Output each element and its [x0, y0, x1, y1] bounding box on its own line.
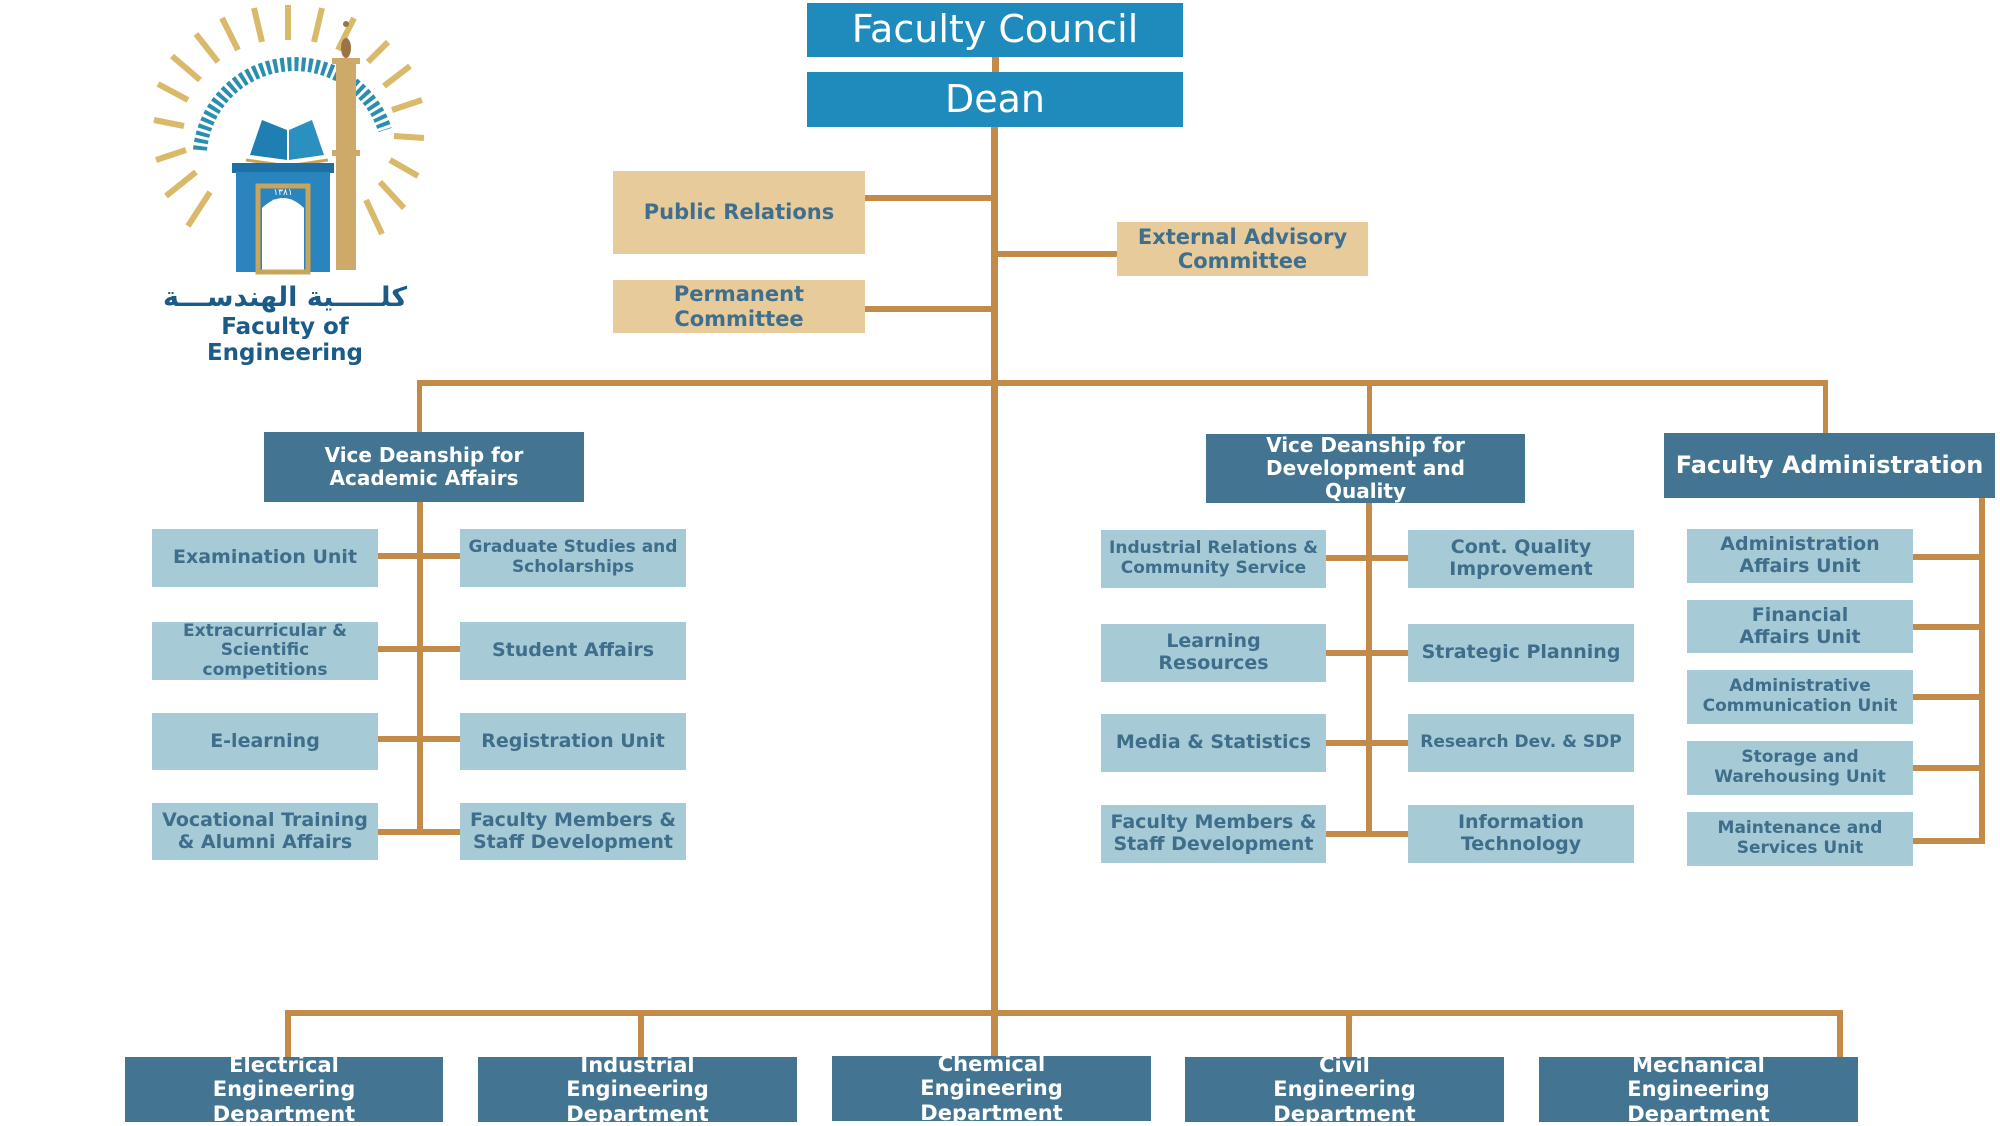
unit-strategic-planning[interactable]: Strategic Planning: [1408, 624, 1634, 682]
development-branch-4: [1326, 831, 1408, 837]
gate-icon: ١٣٨١ 1961: [232, 163, 334, 275]
connector-external-advisory: [995, 251, 1117, 257]
upper-bus: [417, 380, 1827, 386]
unit-e-learning[interactable]: E-learning: [152, 713, 378, 770]
department-chemical[interactable]: Chemical Engineering Department: [832, 1052, 1151, 1125]
unit-student-affairs[interactable]: Student Affairs: [460, 622, 686, 680]
academic-branch-3: [378, 736, 460, 742]
public-relations-box[interactable]: Public Relations: [613, 171, 865, 254]
sun-rays-icon: [153, 5, 425, 236]
academic-vice-deanship-box[interactable]: Vice Deanship for Academic Affairs: [264, 432, 584, 502]
connector-public-relations: [865, 195, 995, 201]
drop-academic: [417, 380, 422, 432]
unit-information-technology[interactable]: Information Technology: [1408, 805, 1634, 863]
academic-branch-4: [378, 829, 460, 835]
department-electrical[interactable]: Electrical Engineering Department: [125, 1053, 443, 1126]
drop-mechanical: [1837, 1010, 1843, 1057]
book-icon: [245, 120, 329, 168]
unit-administration-affairs[interactable]: Administration Affairs Unit: [1687, 529, 1913, 583]
unit-administrative-communication[interactable]: Administrative Communication Unit: [1687, 670, 1913, 724]
drop-administration: [1823, 380, 1828, 433]
unit-industrial-relations[interactable]: Industrial Relations & Community Service: [1101, 530, 1326, 588]
minaret-icon: [332, 21, 360, 270]
department-civil[interactable]: Civil Engineering Department: [1185, 1053, 1504, 1126]
academic-spine: [417, 502, 423, 832]
external-advisory-box[interactable]: External Advisory Committee: [1117, 222, 1368, 276]
svg-text:١٣٨١: ١٣٨١: [273, 188, 292, 198]
faculty-logo: ١٣٨١ 1961: [153, 5, 425, 275]
academic-branch-2: [378, 646, 460, 652]
unit-financial-affairs[interactable]: Financial Affairs Unit: [1687, 600, 1913, 653]
permanent-committee-box[interactable]: Permanent Committee: [613, 280, 865, 333]
unit-extracurricular[interactable]: Extracurricular & Scientific competition…: [152, 621, 378, 680]
department-industrial[interactable]: Industrial Engineering Department: [478, 1053, 797, 1126]
unit-maintenance-services[interactable]: Maintenance and Services Unit: [1687, 812, 1913, 866]
unit-academic-staff-development[interactable]: Faculty Members & Staff Development: [460, 803, 686, 860]
drop-electrical: [285, 1010, 291, 1057]
drop-industrial: [638, 1010, 644, 1057]
logo-english-name: Faculty of Engineering: [206, 314, 364, 366]
administration-branch-5: [1913, 838, 1983, 844]
development-branch-3: [1326, 740, 1408, 746]
unit-research-development[interactable]: Research Dev. & SDP: [1408, 714, 1634, 772]
academic-branch-1: [378, 553, 460, 559]
development-branch-2: [1326, 650, 1408, 656]
calligraphy-arc: [193, 57, 392, 151]
unit-storage-warehousing[interactable]: Storage and Warehousing Unit: [1687, 741, 1913, 795]
administration-branch-4: [1913, 765, 1983, 771]
logo-arabic-name: كلـــــية الهندســـة: [162, 282, 408, 313]
administration-branch-2: [1913, 624, 1983, 630]
unit-learning-resources[interactable]: Learning Resources: [1101, 624, 1326, 682]
administration-branch-1: [1913, 554, 1983, 560]
faculty-council-box[interactable]: Faculty Council: [807, 3, 1183, 57]
unit-vocational-training[interactable]: Vocational Training & Alumni Affairs: [152, 803, 378, 860]
main-spine: [991, 127, 998, 1057]
unit-quality-improvement[interactable]: Cont. Quality Improvement: [1408, 530, 1634, 588]
unit-examination[interactable]: Examination Unit: [152, 529, 378, 587]
drop-civil: [1346, 1010, 1352, 1057]
department-mechanical[interactable]: Mechanical Engineering Department: [1539, 1053, 1858, 1126]
drop-development: [1367, 380, 1372, 434]
unit-development-staff-development[interactable]: Faculty Members & Staff Development: [1101, 805, 1326, 863]
unit-graduate-studies[interactable]: Graduate Studies and Scholarships: [460, 529, 686, 587]
dean-box[interactable]: Dean: [807, 72, 1183, 127]
development-spine: [1366, 503, 1372, 835]
unit-registration[interactable]: Registration Unit: [460, 713, 686, 770]
development-branch-1: [1326, 555, 1408, 561]
development-vice-deanship-box[interactable]: Vice Deanship for Development and Qualit…: [1206, 434, 1525, 503]
connector-council-dean: [992, 57, 999, 72]
administration-branch-3: [1913, 694, 1983, 700]
svg-text:1961: 1961: [272, 199, 295, 209]
unit-media-statistics[interactable]: Media & Statistics: [1101, 714, 1326, 772]
lower-bus: [285, 1010, 1843, 1016]
administration-spine: [1979, 498, 1985, 844]
faculty-administration-box[interactable]: Faculty Administration: [1664, 433, 1995, 498]
connector-permanent-committee: [865, 306, 995, 312]
